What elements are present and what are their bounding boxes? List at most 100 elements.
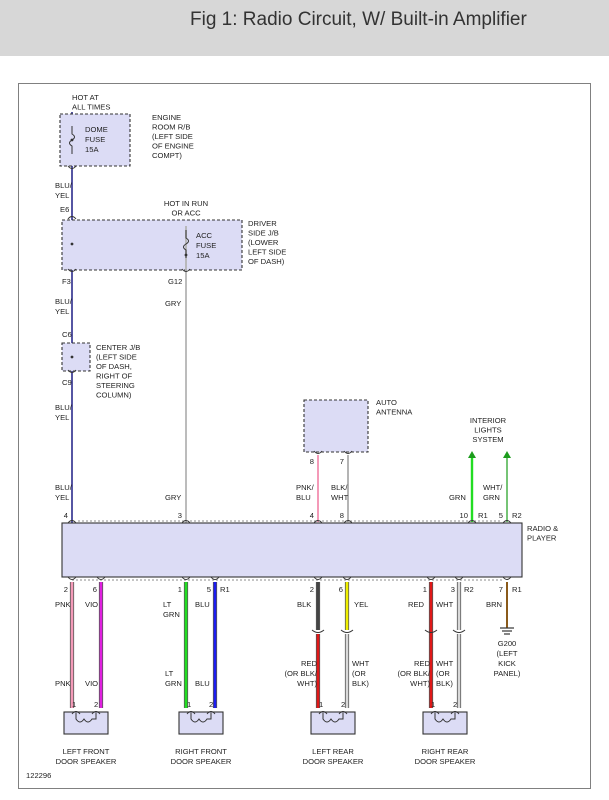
wire-blu-yel-upper-2: YEL — [55, 191, 69, 200]
wire-pnk-blu-label-1: PNK/ — [296, 483, 315, 492]
connector-r2-top-label: R2 — [512, 511, 522, 520]
radio-bottom-pin-mark-6 — [342, 576, 352, 580]
wire-wht-left-rear-label-1: WHT — [352, 659, 370, 668]
radio-bottom-pin-mark-5 — [313, 576, 323, 580]
radio-bottom-pin-label-7: 1 — [423, 585, 427, 594]
wire-red-right-rear-label-1: RED — [414, 659, 431, 668]
driver-side-label-1: DRIVER — [248, 219, 277, 228]
radio-bottom-pin-label-4: 5 — [207, 585, 211, 594]
radio-top-pin-mark-6 — [502, 520, 512, 524]
left-front-speaker-pin-1-label: 1 — [72, 700, 76, 709]
wire-gry-lower-label: GRY — [165, 493, 181, 502]
radio-bottom-pin-label-2: 6 — [93, 585, 97, 594]
radio-bottom-pin-label-9: 7 — [499, 585, 503, 594]
right-rear-speaker-label-2: DOOR SPEAKER — [415, 757, 476, 766]
right-front-speaker-pin-2-mark — [206, 711, 216, 715]
radio-top-pin-label-6: 5 — [499, 511, 503, 520]
left-rear-splice-2 — [340, 629, 354, 633]
dome-fuse-label-3: 15A — [85, 145, 99, 154]
c9-end-mark — [67, 369, 77, 373]
interior-lights-label-3: SYSTEM — [472, 435, 503, 444]
hot-in-run-label-2: OR ACC — [171, 209, 201, 218]
wire-wht-left-rear-label-2: (OR — [352, 669, 366, 678]
driver-side-label-4: LEFT SIDE — [248, 248, 286, 257]
wire-wht-grn-label-2: GRN — [483, 493, 500, 502]
wire-wht-right-rear-label-3: BLK) — [436, 679, 453, 688]
driver-side-jb-box — [61, 219, 243, 271]
g200-label-4: PANEL) — [494, 669, 521, 678]
acc-fuse-label-2: FUSE — [196, 241, 216, 250]
radio-bottom-pin-label-6: 6 — [339, 585, 343, 594]
wire-blu-lower-label: BLU — [195, 679, 210, 688]
center-jb-label-6: COLUMN) — [96, 391, 132, 400]
e6-pin-mark — [67, 216, 77, 220]
wire-blu-yel-middle-1: BLU/ — [55, 297, 73, 306]
right-front-speaker-label-2: DOOR SPEAKER — [171, 757, 232, 766]
wire-blu-yel-upper-1: BLU/ — [55, 181, 73, 190]
connector-g12-label: G12 — [168, 277, 182, 286]
acc-fuse-label-1: ACC — [196, 231, 213, 240]
antenna-pin-8-label: 8 — [310, 457, 314, 466]
right-rear-speaker-label-1: RIGHT REAR — [422, 747, 469, 756]
hot-at-all-times-label-line-2: ALL TIMES — [72, 103, 110, 112]
right-rear-speaker-pin-1-label: 1 — [431, 700, 435, 709]
left-rear-speaker-pin-1-mark — [318, 711, 328, 715]
interior-lights-label-1: INTERIOR — [470, 416, 507, 425]
engine-room-label-1: ENGINE — [152, 113, 181, 122]
acc-fuse-dot — [184, 253, 188, 257]
wire-blu-upper-label: BLU — [195, 600, 210, 609]
wire-wht-left-rear-label-3: BLK) — [352, 679, 369, 688]
g12-end-mark — [181, 268, 191, 272]
dome-fuse-end-mark — [67, 165, 77, 169]
right-rear-speaker-pin-1-mark — [430, 711, 440, 715]
radio-bottom-pin-label-3: 1 — [178, 585, 182, 594]
engine-room-label-3: (LEFT SIDE — [152, 132, 193, 141]
figure-header: Fig 1: Radio Circuit, W/ Built-in Amplif… — [0, 0, 609, 56]
radio-top-pin-mark-5 — [467, 520, 477, 524]
wire-red-right-rear-label-2: (OR BLK/ — [398, 669, 431, 678]
left-front-speaker-pin-2-label: 2 — [94, 700, 98, 709]
wire-wht-upper-label: WHT — [436, 600, 454, 609]
radio-bottom-pin-label-8: 3 — [451, 585, 455, 594]
center-jb-dot — [70, 355, 74, 359]
driver-side-label-5: OF DASH) — [248, 257, 285, 266]
radio-top-pin-label-3: 4 — [310, 511, 314, 520]
connector-r1-top-label: R1 — [478, 511, 488, 520]
center-jb-label-1: CENTER J/B — [96, 343, 140, 352]
auto-antenna-box — [303, 399, 369, 453]
figure-title: Fig 1: Radio Circuit, W/ Built-in Amplif… — [190, 9, 527, 30]
radio-player-box — [61, 522, 523, 578]
wire-lt-grn-lower-label-2: GRN — [165, 679, 182, 688]
wire-pnk-blu-label-2: BLU — [296, 493, 311, 502]
wire-blk-wht-label-1: BLK/ — [331, 483, 348, 492]
left-front-speaker-body — [63, 711, 109, 735]
radio-bottom-pin-label-1: 2 — [64, 585, 68, 594]
wire-vio-upper-label: VIO — [85, 600, 98, 609]
radio-top-pin-mark-3 — [313, 520, 323, 524]
grn-arrow — [468, 451, 476, 458]
connector-r1-brn-label: R1 — [512, 585, 522, 594]
wire-wht-right-rear-label-1: WHT — [436, 659, 454, 668]
wire-red-left-rear-label-3: WHT) — [297, 679, 317, 688]
connector-c9-label: C9 — [62, 378, 72, 387]
center-jb-label-3: OF DASH, — [96, 362, 132, 371]
right-rear-splice-1 — [424, 629, 438, 633]
dome-fuse-box — [59, 113, 131, 167]
wire-vio-lower-label: VIO — [85, 679, 98, 688]
radio-top-pin-mark-1 — [67, 520, 77, 524]
radio-bottom-pin-mark-9 — [502, 576, 512, 580]
right-rear-speaker-coil — [434, 713, 456, 723]
wire-grn-label: GRN — [449, 493, 466, 502]
left-rear-speaker-pin-1-label: 1 — [319, 700, 323, 709]
acc-fuse-label-3: 15A — [196, 251, 210, 260]
wire-gry-upper-label: GRY — [165, 299, 181, 308]
dome-fuse-label-1: DOME — [85, 125, 108, 134]
right-rear-speaker-pin-2-mark — [450, 711, 460, 715]
wire-yel-upper-label: YEL — [354, 600, 368, 609]
radio-top-pin-label-1: 4 — [64, 511, 68, 520]
engine-room-label-5: COMPT) — [152, 151, 182, 160]
interior-lights-label-2: LIGHTS — [474, 426, 501, 435]
left-front-speaker-label-1: LEFT FRONT — [63, 747, 110, 756]
wire-blu-yel-bottom-1: BLU/ — [55, 483, 73, 492]
right-rear-speaker-body — [422, 711, 468, 735]
